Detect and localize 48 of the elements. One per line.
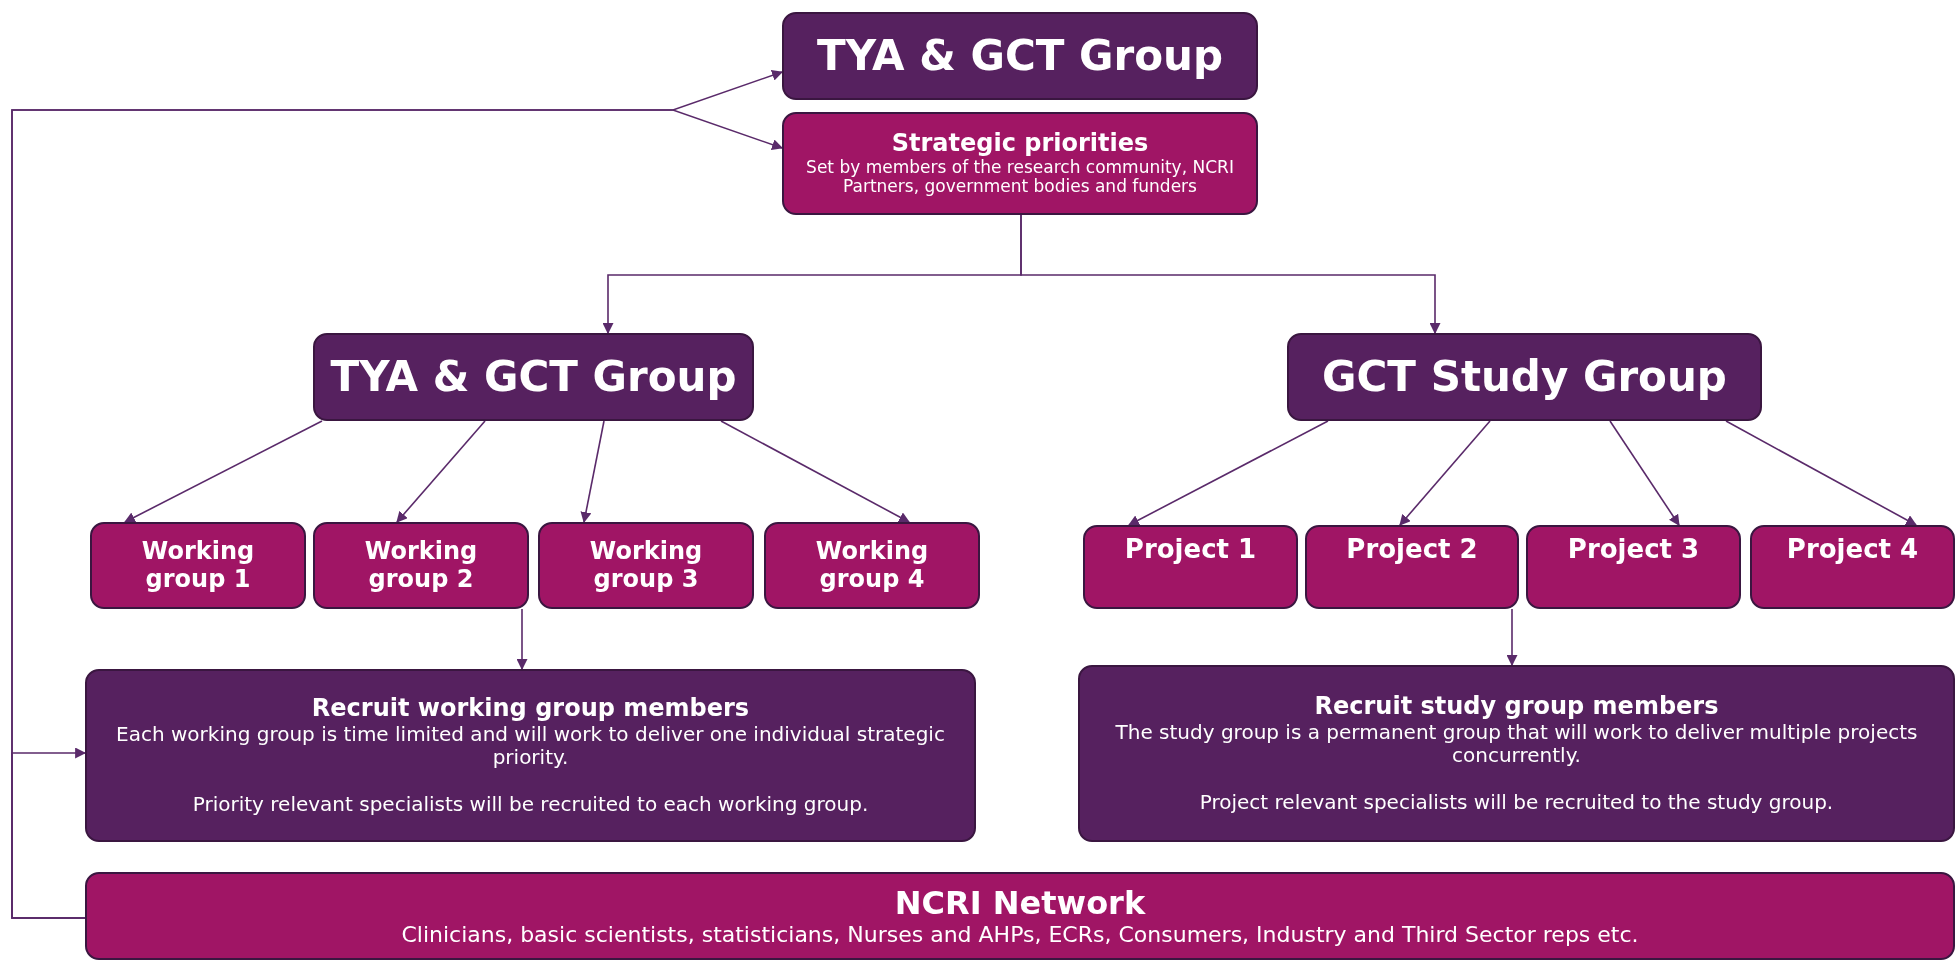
heading-text: TYA & GCT Group — [817, 31, 1223, 81]
arrow — [516, 608, 528, 671]
heading-text: Project 1 — [1123, 535, 1258, 565]
network-band — [85, 872, 1955, 960]
heading-text: Working group 4 — [814, 537, 930, 594]
arrow — [720, 420, 910, 523]
arrow — [1609, 420, 1680, 526]
heading-text: GCT Study Group — [1322, 352, 1727, 402]
priority-box — [782, 112, 1258, 215]
arrow — [1020, 214, 1441, 335]
project-box — [1083, 525, 1298, 609]
heading-text: Working group 2 — [363, 537, 479, 594]
recruit-box — [1078, 665, 1955, 842]
arrow — [1506, 608, 1518, 667]
heading-text: Working group 1 — [140, 537, 256, 594]
heading-text: TYA & GCT Group — [330, 352, 737, 402]
arrow — [1399, 420, 1491, 526]
project-box — [1526, 525, 1741, 609]
recruit-box — [85, 669, 976, 842]
body-text: Set by members of the research community, NCRI Partners, government bodies and funders — [805, 157, 1235, 197]
body-text: Project relevant specialists will be recruited to the study group. — [1199, 790, 1834, 814]
project-box — [1750, 525, 1955, 609]
working-group-box — [313, 522, 529, 609]
arrow — [396, 420, 486, 523]
working-group-box — [764, 522, 980, 609]
heading-text: Project 4 — [1785, 535, 1920, 565]
arrow — [11, 747, 87, 919]
heading-text: Strategic priorities — [891, 130, 1149, 158]
heading-text: Recruit working group members — [311, 695, 750, 723]
arrow — [580, 420, 605, 524]
group-box — [1287, 333, 1762, 421]
arrow — [1128, 420, 1329, 526]
heading-text: Project 2 — [1345, 535, 1479, 565]
heading-text: Recruit study group members — [1314, 693, 1719, 721]
body-text: Each working group is time limited and will work to deliver one individual strategic priority. — [115, 722, 946, 769]
project-box — [1305, 525, 1519, 609]
heading-text: Project 3 — [1566, 535, 1701, 565]
heading-text: NCRI Network — [894, 884, 1146, 922]
arrow — [124, 420, 323, 523]
body-text: Clinicians, basic scientists, statisticians, Nurses and AHPs, ECRs, Consumers, Industry and Third Sector reps etc. — [401, 921, 1639, 948]
group-box — [313, 333, 754, 421]
working-group-box — [538, 522, 754, 609]
title-box — [782, 12, 1258, 100]
heading-text: Working group 3 — [588, 537, 704, 594]
body-text: The study group is a permanent group that will work to deliver multiple projects concurrently. — [1114, 720, 1919, 767]
body-text: Priority relevant specialists will be recruited to each working group. — [192, 792, 869, 816]
working-group-box — [90, 522, 306, 609]
arrow — [1725, 420, 1917, 526]
